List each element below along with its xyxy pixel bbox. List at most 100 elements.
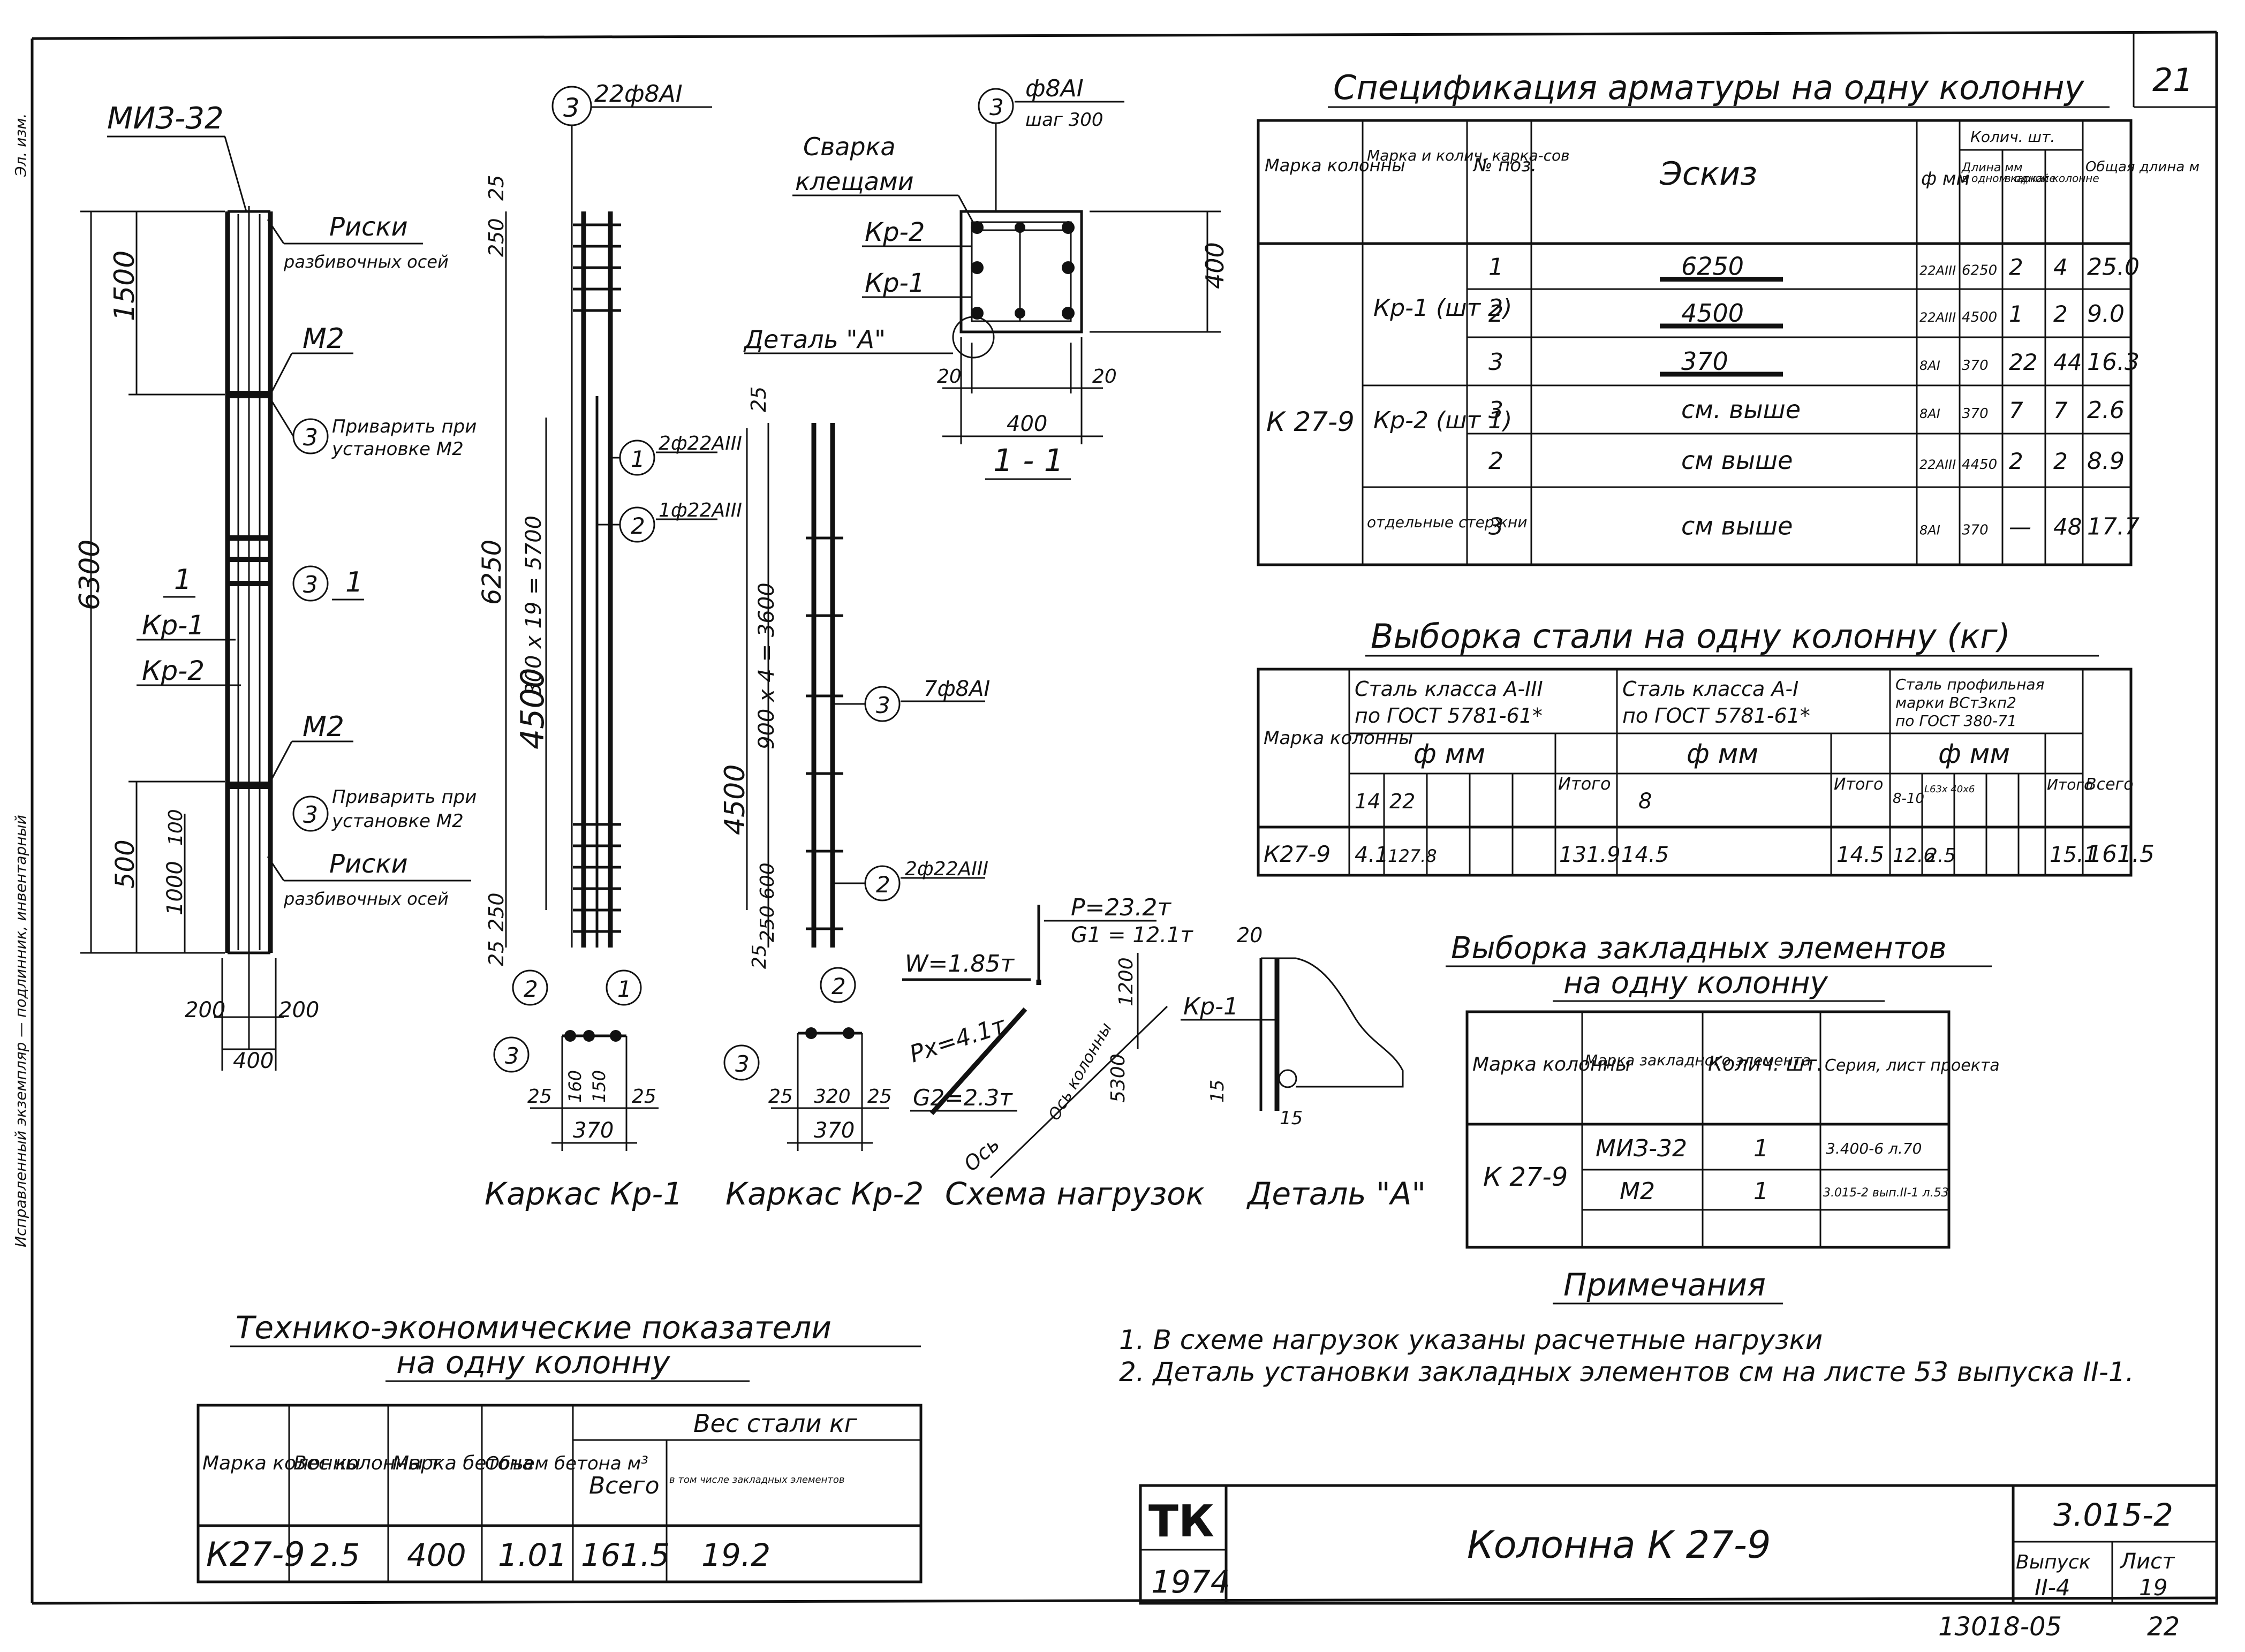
risks-top-label: Риски [329,212,408,242]
embedded-h-ser: Серия, лист проекта [1825,1056,2000,1075]
kp2-sec-25b: 25 [867,1086,892,1108]
risks-bottom-sub: разбивочных осей [283,889,449,909]
steel-row-mark: К27-9 [1264,841,1331,867]
kp1-dim-6250: 6250 [477,540,507,605]
note-1: 1. В схеме нагрузок указаны расчетные на… [1119,1324,1823,1355]
dim-6300: 6300 [74,540,106,610]
steel-vb: 2.5 [1925,845,1956,867]
kp1-top-bar: 22ф8АI [594,80,683,108]
spec-h-pos: № поз. [1472,155,1537,176]
spec-h-mark: Марка колонны [1265,155,1405,176]
steel-h-prof-3: по ГОСТ 380-71 [1895,712,2017,730]
footer-page: 22 [2147,1612,2180,1642]
footer-number: 13018-05 [1938,1612,2062,1642]
kp1-pos3-top: 3 [563,93,580,123]
tep-h-weight: Вес колонны т [293,1452,441,1474]
spec-col-mark: К 27-9 [1266,406,1355,437]
stamp-issue-label: Выпуск [2016,1551,2091,1573]
weld-top-line2: установке М2 [331,438,464,460]
embedded-title-2: на одну колонну [1563,966,1828,1001]
steel-h-vsego: Всего [2085,775,2134,794]
embedded-ser-1: 3.400-6 л.70 [1826,1140,1922,1157]
kp1-pos2: 2 [631,513,645,539]
tep-total: 161.5 [581,1537,670,1573]
spec-h-qty-frame: в одном каркасе [1962,172,2056,185]
dim-200-left: 200 [185,998,225,1022]
kp1-sec-25a: 25 [527,1086,552,1108]
steel-itogo-1: 131.9 [1559,843,1621,867]
spec-group-kp1: Кр-1 (шт 2) [1373,294,1512,322]
tep-h-total: Всего [589,1472,659,1499]
steel-h-b: L63х 40х6 [1924,784,1975,795]
kp2-dim-25: 25 [747,387,770,412]
dim-1500: 1500 [109,251,141,321]
spec-h-dia: ф мм [1921,168,1970,190]
spec-cell-qty-col: 2 [2053,301,2068,327]
detail-caption: Деталь "А" [1246,1176,1426,1212]
kp1-sec-pos1: 1 [617,976,632,1002]
spec-cell-pos: 1 [1488,254,1503,281]
kp2-sec-pos2: 2 [832,973,846,999]
spec-cell-sketch: см выше [1681,446,1793,475]
kp1-bar2: 1ф22АIII [659,499,742,521]
steel-h-a1-1: Сталь класса А-I [1622,677,1798,701]
spec-cell-qty-frame: 22 [2009,349,2037,375]
spec-cell-pos: 2 [1488,300,1503,328]
spec-cell-total: 17.7 [2087,513,2140,541]
spec-cell-dia: 8АI [1919,406,1940,421]
sec-weld-1: Сварка [803,132,896,161]
spec-cell-qty-col: 7 [2053,397,2068,423]
load-caption: Схема нагрузок [945,1176,1205,1212]
kp2-dim-900x4: 900 х 4 = 3600 [754,582,779,749]
spec-cell-pos: 3 [1488,513,1503,541]
embedded-title-1: Выборка закладных элементов [1451,931,1947,966]
spec-cell-len: 6250 [1962,263,1997,279]
steel-table: Выборка стали на одну колонну (кг) Марка… [1257,617,2155,877]
spec-cell-pos: 2 [1488,448,1503,475]
detail-a: 20 Кр-1 15 15 Деталь "А" [1181,923,1426,1212]
kp1-sec-25b: 25 [632,1086,656,1108]
side-stamp: Эл. изм. [12,113,29,177]
m2-bottom-label: М2 [303,711,344,743]
spec-cell-total: 2.6 [2087,397,2125,424]
spec-cell-dia: 8АI [1919,523,1940,538]
steel-itogo-3: 15.1 [2050,843,2097,867]
dim-200-right: 200 [278,998,319,1022]
embedded-h-qty: Колич. шт. [1708,1052,1823,1075]
sec-bar-step: шаг 300 [1025,109,1103,131]
dim-100: 100 [165,809,187,846]
sec-dim-20a: 20 [937,366,962,388]
kp1-sec-pos2: 2 [524,976,538,1002]
sec-dim-20b: 20 [1092,366,1117,388]
kp2-sec-25a: 25 [768,1086,793,1108]
spec-cell-sketch: 6250 [1681,252,1744,281]
kp1-pos1: 1 [631,446,645,472]
kp1-sec-370: 370 [573,1118,614,1143]
spec-h-len: Длина мм [1961,161,2023,175]
kp1-caption: Каркас Кр-1 [485,1176,683,1212]
sec-dim-400-h: 400 [1007,412,1047,436]
tep-h-steel: Вес стали кг [693,1409,858,1438]
steel-h-dia-2: ф мм [1687,738,1758,769]
embedded-qty-1: 1 [1753,1135,1768,1162]
load-g1: G1 = 12.1т [1071,923,1193,948]
dim-400: 400 [233,1049,274,1073]
kp2-dim-4500: 4500 [719,764,751,835]
steel-h-dia-1: ф мм [1413,738,1485,769]
kp2-sec-pos3: 3 [735,1051,750,1077]
notes: Примечания 1. В схеме нагрузок указаны р… [1119,1267,2134,1388]
kp1-bar1: 2ф22АIII [659,433,742,454]
stamp-year: 1974 [1151,1564,1230,1600]
stamp-issue: II-4 [2035,1574,2070,1601]
spec-cell-qty-col: 44 [2053,349,2082,375]
kp2-stirrups [806,536,843,930]
steel-h-dia-3: ф мм [1938,738,2010,769]
kp1-dim-250b: 250 [485,892,508,931]
pos-3-bottom: 3 [303,801,318,829]
steel-v22: 127.8 [1388,846,1437,866]
spec-cell-qty-frame: 1 [2009,301,2023,327]
steel-vsego: 161.5 [2087,840,2155,868]
spec-cell-dia: 22АIII [1919,263,1956,278]
spec-cell-pos: 3 [1488,397,1503,424]
